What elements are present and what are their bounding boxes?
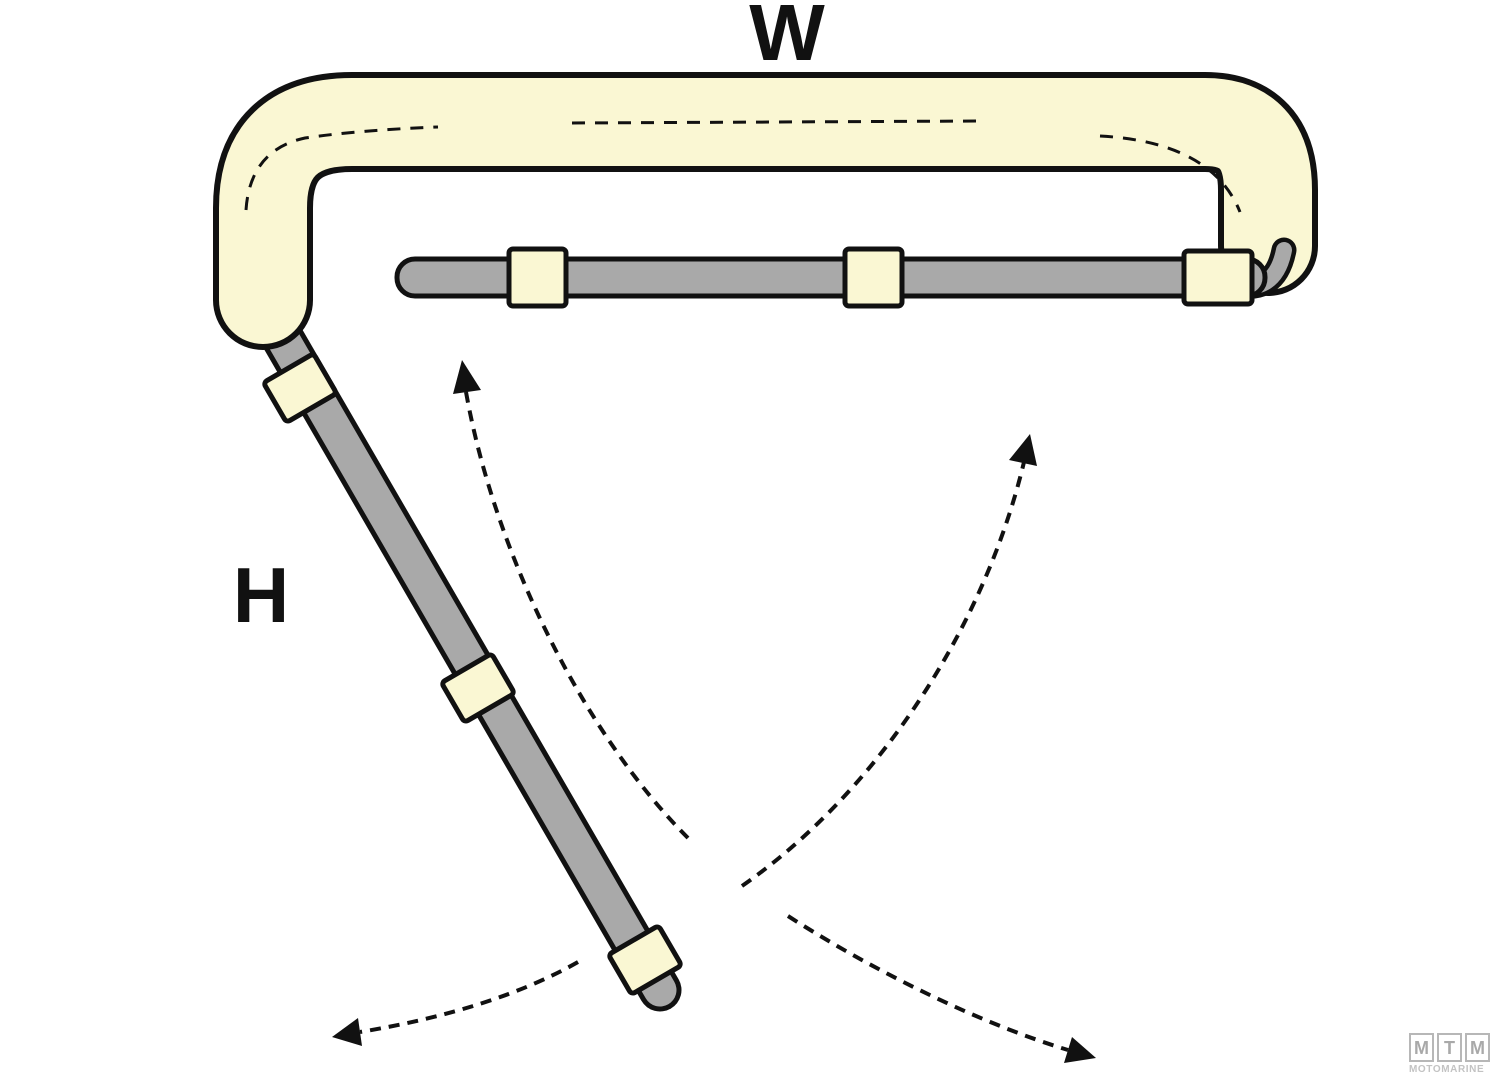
horizontal-pole bbox=[394, 256, 1268, 299]
clip-diagonal-top bbox=[262, 352, 338, 424]
height-label: H bbox=[233, 551, 289, 639]
motomarine-logo: M T M MOTOMARINE bbox=[1409, 1033, 1490, 1075]
fold-arrow-down-left-head bbox=[332, 1018, 362, 1046]
seam-dashed-right bbox=[1099, 134, 1242, 213]
fold-arrow-up-left-path bbox=[464, 391, 690, 840]
fold-arrow-down-left-path bbox=[359, 960, 579, 1034]
logo-letter: T bbox=[1437, 1033, 1462, 1062]
fold-arrow-up-right-path bbox=[740, 461, 1026, 888]
logo-letters: M T M bbox=[1409, 1033, 1490, 1062]
fold-arrow-down-right-path bbox=[786, 914, 1069, 1052]
clip-horizontal-left bbox=[506, 246, 569, 309]
logo-subtitle: MOTOMARINE bbox=[1409, 1064, 1485, 1075]
clip-diagonal-bottom bbox=[607, 924, 683, 996]
logo-letter: M bbox=[1465, 1033, 1490, 1062]
canopy-sleeve bbox=[219, 78, 1312, 344]
logo-letter: M bbox=[1409, 1033, 1434, 1062]
fold-arrow-down-right-head bbox=[1064, 1037, 1096, 1063]
clip-horizontal-middle bbox=[842, 246, 905, 309]
width-label: W bbox=[749, 0, 825, 77]
seam-dashed-left bbox=[244, 125, 439, 211]
clip-horizontal-right bbox=[1181, 248, 1255, 307]
clip-diagonal-middle bbox=[440, 652, 516, 724]
diagonal-pole bbox=[255, 303, 677, 1007]
fold-arrow-up-right-head bbox=[1009, 434, 1037, 466]
fold-arrow-up-left-head bbox=[453, 360, 481, 394]
